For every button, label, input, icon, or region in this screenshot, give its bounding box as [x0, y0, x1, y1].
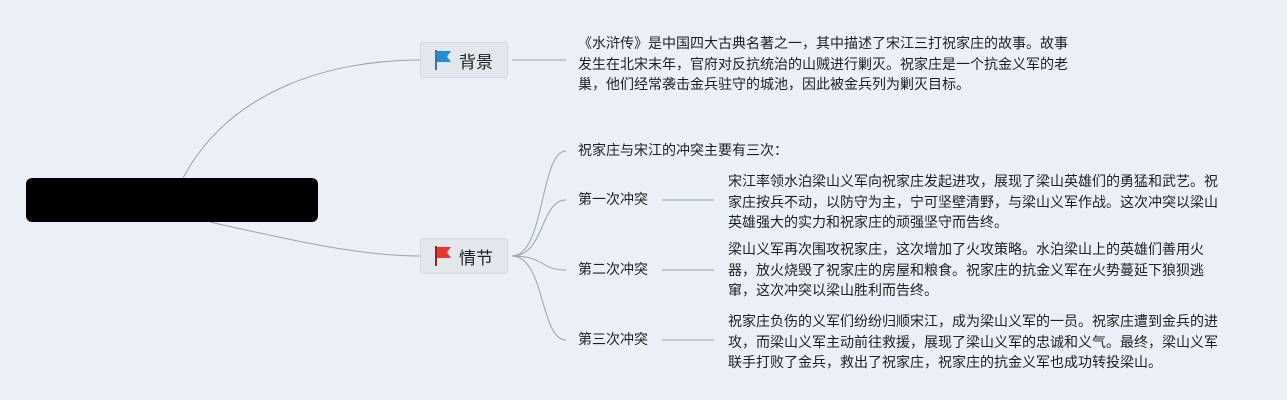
conflict-3-description: 祝家庄负伤的义军们纷纷归顺宋江，成为梁山义军的一员。祝家庄遭到金兵的进攻，而梁山… — [728, 314, 1218, 371]
topic-background-label: 背景 — [459, 52, 493, 73]
connector-plot-conflict-3 — [511, 255, 567, 341]
connector-plot-intro — [511, 150, 567, 257]
connector-root-plot — [209, 221, 421, 257]
blue-flag-icon — [435, 50, 451, 70]
conflict-3-topic[interactable]: 第三次冲突 — [578, 332, 648, 348]
red-flag-icon — [435, 246, 451, 266]
background-description: 《水浒传》是中国四大古典名著之一，其中描述了宋江三打祝家庄的故事。故事发生在北宋… — [578, 36, 1068, 93]
topic-plot-label: 情节 — [459, 248, 493, 269]
conflict-1-description: 宋江率领水泊梁山义军向祝家庄发起进攻，展现了梁山英雄们的勇猛和武艺。祝家庄按兵不… — [728, 174, 1218, 231]
plot-intro[interactable]: 祝家庄与宋江的冲突主要有三次： — [578, 143, 788, 159]
connector-plot-conflict-1 — [511, 199, 567, 257]
topic-plot[interactable]: 情节 — [420, 238, 508, 274]
topic-background[interactable]: 背景 — [420, 42, 508, 78]
conflict-2-description: 梁山义军再次围攻祝家庄，这次增加了火攻策略。水泊梁山上的英雄们善用火器，放火烧毁… — [728, 242, 1204, 299]
connector-plot-conflict-2 — [511, 255, 567, 271]
connector-root-background — [182, 59, 421, 179]
central-topic[interactable] — [26, 178, 318, 222]
conflict-2-topic[interactable]: 第二次冲突 — [578, 262, 648, 278]
conflict-1-topic[interactable]: 第一次冲突 — [578, 192, 648, 208]
